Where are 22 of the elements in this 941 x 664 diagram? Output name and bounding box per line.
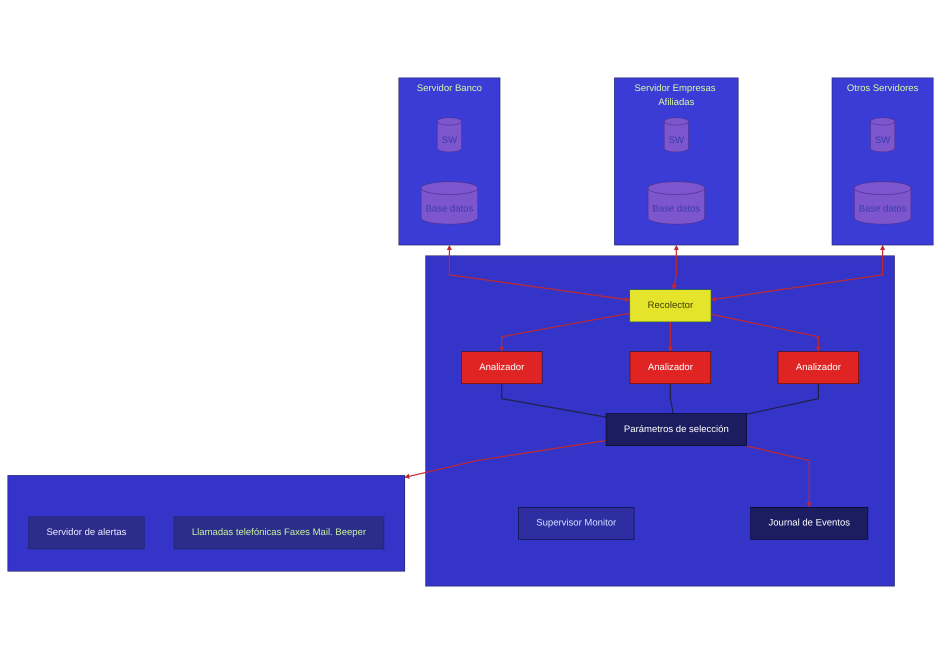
node-box: Llamadas telefónicas Faxes Mail. Beeper <box>174 516 384 550</box>
arrow <box>499 312 630 352</box>
connector <box>501 384 606 418</box>
node-box: Analizador <box>630 351 712 384</box>
arrow <box>446 245 630 302</box>
arrow <box>668 322 673 352</box>
arrow <box>710 314 821 352</box>
cluster <box>7 475 406 572</box>
node-box: Supervisor Monitor <box>518 506 634 540</box>
arrow <box>710 245 886 302</box>
connector <box>746 384 819 415</box>
node-box: Journal de Eventos <box>750 506 868 540</box>
arrow <box>672 245 679 290</box>
arrow <box>745 445 812 508</box>
arrow <box>404 440 606 479</box>
cluster <box>425 255 895 586</box>
node-box: Parámetros de selección <box>606 413 747 446</box>
node-box: Recolector <box>629 289 712 322</box>
node-box: Analizador <box>461 351 542 384</box>
connector <box>670 384 674 414</box>
node-box: Servidor de alertas <box>28 516 145 550</box>
node-box: Analizador <box>778 351 860 384</box>
